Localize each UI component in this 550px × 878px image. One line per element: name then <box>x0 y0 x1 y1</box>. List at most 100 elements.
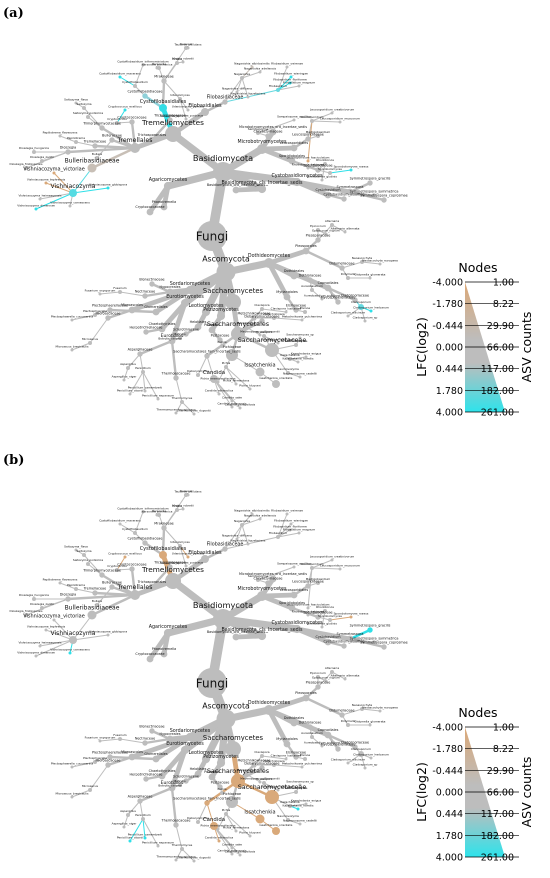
label-sporobolomyces-roseus: Sporobolomyces_roseus <box>334 165 369 169</box>
label-cryptococcus-aff-ecellicus: Cryptococcus_ecellicus <box>108 552 142 556</box>
label-itersonilia-pannonica: Itersonilia_pannonica <box>142 510 173 514</box>
label-papiliotrema: Papiliotrema <box>67 136 85 140</box>
label-peziza: Peziza <box>217 340 226 344</box>
tree-labels-b: FungiBasidiomycotaAscomycotaTremellomyce… <box>10 489 408 860</box>
label-pleosporaceae: Pleosporaceae <box>306 234 331 238</box>
label-sampaiozyma-vanillica: Sampaiozyma_vanillica <box>277 115 311 119</box>
node-filobasidium-oeirense <box>285 65 289 69</box>
label-elsinoaceae: Elsinoaceae <box>286 304 306 308</box>
node-filobasidiales <box>201 555 209 563</box>
label-fusarium-oxysporum: Fusarium_oxysporum <box>85 289 116 293</box>
node-peziza <box>220 344 224 348</box>
node-sclerotiniaceae <box>183 331 189 337</box>
label-nectriaceae: Nectriaceae <box>135 290 155 294</box>
node-naganishia-liquefaciens <box>246 542 250 546</box>
node-vishniacozyma-dimennae <box>34 207 38 211</box>
edge-torulaspora-to-torulaspora-delbrueckii <box>263 782 279 791</box>
node-cystobasidium-slooffiae <box>341 643 347 649</box>
node-eurotiomycetes <box>181 746 189 754</box>
label-leucosporidiaceae: Leucosporidiaceae <box>292 580 324 584</box>
node-thermoascaceae <box>173 375 179 381</box>
label-fusarium-oxysporum: Fusarium_oxysporum <box>85 736 116 740</box>
tree-nodes-a <box>24 46 387 416</box>
label-bionectriaceae: Bionectriaceae <box>139 725 164 729</box>
label-symmetrospora: Symmetrospora <box>336 185 363 189</box>
node-pichia <box>224 812 228 816</box>
label-basidiomycota-cls-incertae-sedis: Basidiomycota_cls_Incertae_sedis <box>221 627 303 633</box>
node-alternaria-alternata <box>343 677 347 681</box>
label-microbotryomycetes-ord-incertae-sedis: Microbotryomycetes_ord_Incertae_sedis <box>239 572 307 576</box>
legend-lfc-tick: 0.000 <box>436 788 463 799</box>
label-didymella-glomerata: Didymella_glomerata <box>355 720 386 724</box>
node-issatchenkia-orientalis <box>272 380 280 388</box>
label-mrakiaceae: Mrakiaceae <box>154 522 174 526</box>
edge-penicillium-to-penicillium-olsonii <box>129 818 144 842</box>
legend-lfc-tick: -0.444 <box>432 321 463 332</box>
node-phaeotremella <box>160 650 168 658</box>
label-naganishia-albidosimilis: Naganishia_albidosimilis <box>234 62 270 66</box>
edge-naganishia-to-naganishia-albidosimilis <box>241 513 253 526</box>
label-pichia-kluyveri: Pichia_kluyveri <box>239 384 261 388</box>
label-trichosporonales: Trichosporonales <box>137 580 167 584</box>
legend-size-axis-label: ASV counts <box>519 312 534 383</box>
node-debaryomycetaceae <box>259 765 265 771</box>
node-naumovozyma-castellii <box>298 822 302 826</box>
node-udeniomyces <box>178 544 182 548</box>
node-didymellaceae <box>339 265 345 271</box>
node-bulleraceae <box>109 584 115 590</box>
node-microascaceae <box>105 762 111 768</box>
edge-papiliotrema-to-papiliotrema-flavescens <box>59 135 77 143</box>
label-filobasidium-wieringae: Filobasidium_wieringae <box>274 519 308 523</box>
label-naumovozyma-castellii: Naumovozyma_castellii <box>283 819 317 823</box>
node-dioszegia-fristingensis <box>24 613 28 617</box>
node-issatchenkia <box>255 367 265 377</box>
label-dothideales: Dothideales <box>284 716 304 720</box>
node-dioszegia-hungarica <box>32 150 36 154</box>
node-sporobolomyces <box>328 171 332 175</box>
label-elsinoe: Elsinoe <box>300 753 311 757</box>
node-sordariomycetes <box>185 285 195 295</box>
node-issatchenkia-orientalis <box>272 827 280 835</box>
label-symmetrospora-coprosmae: Symmetrospora_coprosmae <box>360 641 407 645</box>
node-bulleribasidiaceae <box>87 610 97 620</box>
node-debaryomyces <box>196 373 200 377</box>
label-meyerozyma: Meyerozyma <box>237 768 256 772</box>
label-naumovozyma-castellii: Naumovozyma_castellii <box>283 372 317 376</box>
node-mrakia <box>175 61 179 65</box>
label-candida-railenensis: Candida_railenensis <box>218 402 247 406</box>
edge-sporobolomyces-to-sporobolomyces-roseus <box>329 169 352 174</box>
label-leucosporidium-creatinivorum: Leucosporidium_creatinivorum <box>310 108 355 112</box>
node-vishniacozyma <box>69 636 77 644</box>
edge-cystobasidiomycetes-to-cystobasidium <box>294 179 331 198</box>
label-chrysozymaceae: Chrysozymaceae <box>253 130 282 134</box>
node-neoascochyta-europaea <box>378 709 382 713</box>
edge-pichia-to-pichia-membranifaciens <box>217 366 227 383</box>
edge-torulaspora-to-torulaspora-delbrueckii <box>263 335 279 344</box>
label-fungi: Fungi <box>196 229 228 243</box>
label-bionectriaceae: Bionectriaceae <box>139 278 164 282</box>
edge-vishniacozyma-to-vishniacozyma-heimaeyensis <box>39 639 74 647</box>
label-naganishia-liquefaciens: Naganishia_liquefaciens <box>231 92 266 96</box>
label-sporobolomyces: Sporobolomyces <box>318 614 342 618</box>
node-kazachstania <box>288 357 292 361</box>
edge-filobasidiaceae-to-naganishia <box>224 524 243 550</box>
node-aureobasidium <box>310 288 314 292</box>
node-cystofilobasidiales <box>159 104 167 112</box>
label-naumovozyma: Naumovozyma <box>277 367 299 371</box>
node-alternaria-alternata <box>343 230 347 234</box>
edge-mrakiaceae-to-udeniomyces <box>163 80 181 100</box>
node-pezizales <box>208 773 216 781</box>
label-cystobasidium: Cystobasidium <box>315 188 341 192</box>
node-metschnikowia <box>272 763 276 767</box>
label-vishniacozyma-heimaeyensis: Vishniacozyma_heimaeyensis <box>19 194 62 198</box>
label-candida-parapsilosis: Candida_parapsilosis <box>225 850 256 854</box>
node-leucosporidium <box>310 566 314 570</box>
label-cladosporium-herbarum: Cladosporium_herbarum <box>353 306 389 310</box>
label-rhodotorula-babjevae: Rhodotorula_babjevae <box>292 610 325 614</box>
edge-bulleribasidiaceae-to-vishniacozyma <box>72 167 93 194</box>
label-aspergillus-niger: Aspergillus_niger <box>112 822 138 826</box>
edge-fusarium-to-fusarium-oxysporum <box>99 738 121 742</box>
label-itersonilia: Itersonilia <box>152 509 166 513</box>
label-plectosphaerella: Plectosphaerella <box>83 309 107 313</box>
node-fusarium <box>118 290 122 294</box>
